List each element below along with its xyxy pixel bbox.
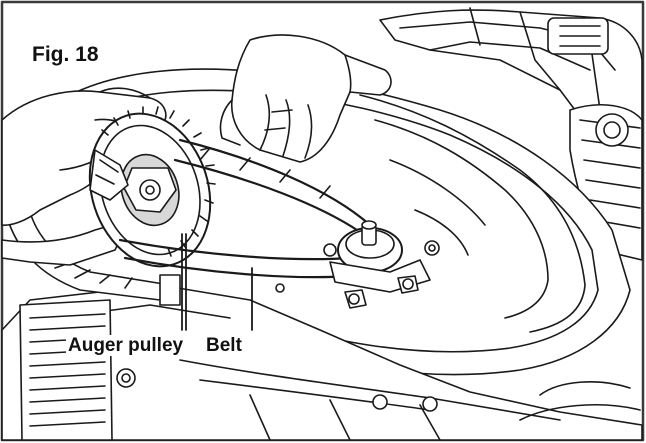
auger-pulley-label: Auger pulley bbox=[66, 335, 186, 356]
lower-frame bbox=[1, 284, 643, 441]
pulley-icon bbox=[88, 106, 216, 268]
belt-icon bbox=[118, 138, 372, 279]
callout-lines bbox=[181, 233, 253, 331]
hand-icon-upper bbox=[219, 34, 392, 163]
bolt-icon bbox=[275, 220, 440, 309]
belt-label: Belt bbox=[204, 335, 244, 356]
figure-title: Fig. 18 bbox=[28, 43, 103, 66]
